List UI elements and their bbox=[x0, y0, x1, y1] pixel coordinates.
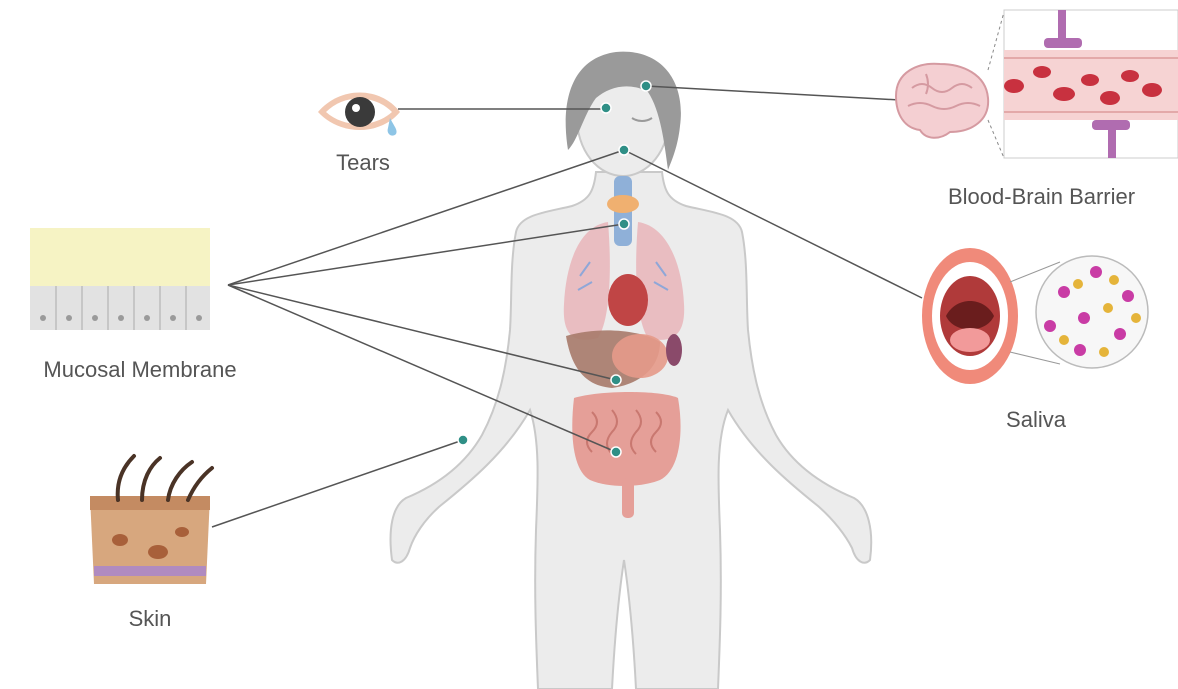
skin-icon bbox=[90, 456, 212, 584]
human-figure bbox=[391, 52, 872, 689]
saliva-inset bbox=[1010, 256, 1148, 368]
heart bbox=[608, 274, 648, 326]
mouth-icon bbox=[922, 248, 1018, 384]
arm-dot bbox=[458, 435, 468, 445]
mucosal-membrane-icon bbox=[30, 228, 210, 330]
trachea-dot bbox=[619, 219, 629, 229]
tears-label: Tears bbox=[336, 150, 390, 175]
skin-label: Skin bbox=[129, 606, 172, 631]
spleen bbox=[666, 334, 682, 366]
eye-icon bbox=[318, 93, 400, 136]
intestine-dot bbox=[611, 447, 621, 457]
bbb-inset bbox=[988, 10, 1178, 158]
eye-dot bbox=[601, 103, 611, 113]
brain-icon bbox=[896, 64, 988, 138]
brain-dot bbox=[641, 81, 651, 91]
stomach bbox=[612, 334, 668, 378]
mouth-dot bbox=[619, 145, 629, 155]
stomach-dot bbox=[611, 375, 621, 385]
saliva-label: Saliva bbox=[1006, 407, 1067, 432]
rectum bbox=[622, 478, 634, 518]
mucosal-label: Mucosal Membrane bbox=[43, 357, 236, 382]
thyroid bbox=[607, 195, 639, 213]
bbb-label: Blood-Brain Barrier bbox=[948, 184, 1135, 209]
bbb-line bbox=[646, 86, 900, 100]
